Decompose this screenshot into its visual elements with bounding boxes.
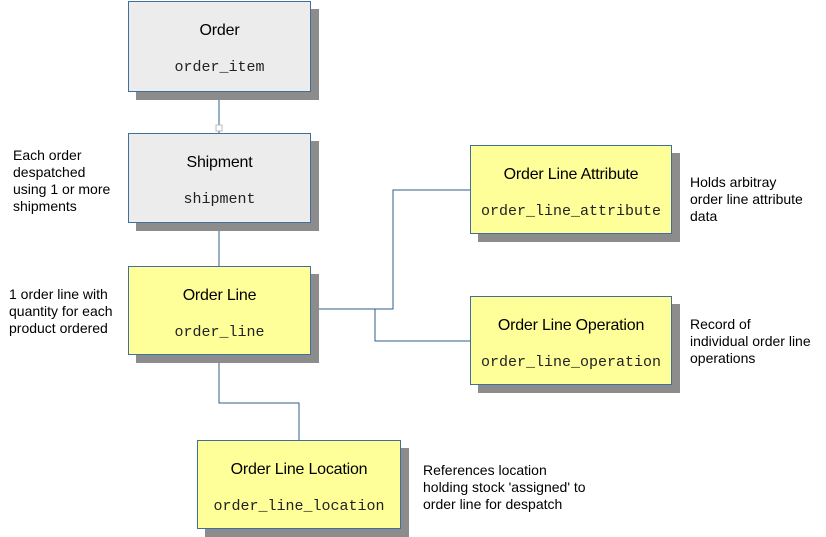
note-line: order line for despatch (423, 496, 563, 512)
attribute-note: Holds arbitray order line attribute data (690, 174, 803, 225)
orderline-operation-connector (374, 309, 470, 342)
order-line-entity[interactable]: Order Line order_line (128, 266, 311, 355)
note-line: 1 order line with (9, 286, 108, 302)
connector-handle (215, 124, 223, 132)
location-note: References location holding stock 'assig… (423, 462, 586, 513)
note-line: References location (423, 462, 547, 478)
orderline-location-connector (218, 355, 300, 440)
entity-table-name: order_line_attribute (480, 203, 662, 220)
entity-title: Order Line (182, 287, 257, 304)
note-line: despatched (13, 164, 86, 180)
entity-table-name: order_line_operation (480, 354, 662, 371)
shipment-entity[interactable]: Shipment shipment (128, 133, 311, 223)
entity-table-name: order_line (174, 324, 265, 341)
entity-title: Order Line Attribute (503, 166, 639, 183)
order-line-attribute-entity[interactable]: Order Line Attribute order_line_attribut… (470, 145, 672, 234)
note-line: order line attribute (690, 191, 803, 207)
order-entity[interactable]: Order order_item (128, 1, 311, 92)
entity-table-name: order_line_location (213, 498, 385, 515)
note-line: Record of (690, 316, 751, 332)
note-line: Holds arbitray (690, 174, 777, 190)
order-line-location-entity[interactable]: Order Line Location order_line_location (197, 440, 401, 529)
note-line: using 1 or more (13, 181, 111, 197)
note-line: shipments (13, 198, 77, 214)
orderline-attribute-connector (311, 189, 470, 310)
entity-title: Order Line Operation (497, 317, 645, 334)
entity-title: Shipment (186, 154, 253, 171)
operation-note: Record of individual order line operatio… (690, 316, 811, 367)
note-line: individual order line (690, 333, 811, 349)
order-line-operation-entity[interactable]: Order Line Operation order_line_operatio… (470, 296, 672, 385)
note-line: operations (690, 350, 756, 366)
note-line: quantity for each (9, 303, 113, 319)
entity-title: Order Line Location (230, 461, 368, 478)
note-line: product ordered (9, 320, 108, 336)
note-line: holding stock 'assigned' to (423, 479, 586, 495)
entity-table-name: order_item (174, 59, 265, 76)
shipment-note: Each order despatched using 1 or more sh… (13, 147, 110, 215)
note-line: Each order (13, 147, 82, 163)
order-line-note: 1 order line with quantity for each prod… (9, 286, 113, 337)
note-line: data (690, 208, 718, 224)
entity-title: Order (199, 22, 240, 39)
entity-table-name: shipment (183, 191, 256, 208)
